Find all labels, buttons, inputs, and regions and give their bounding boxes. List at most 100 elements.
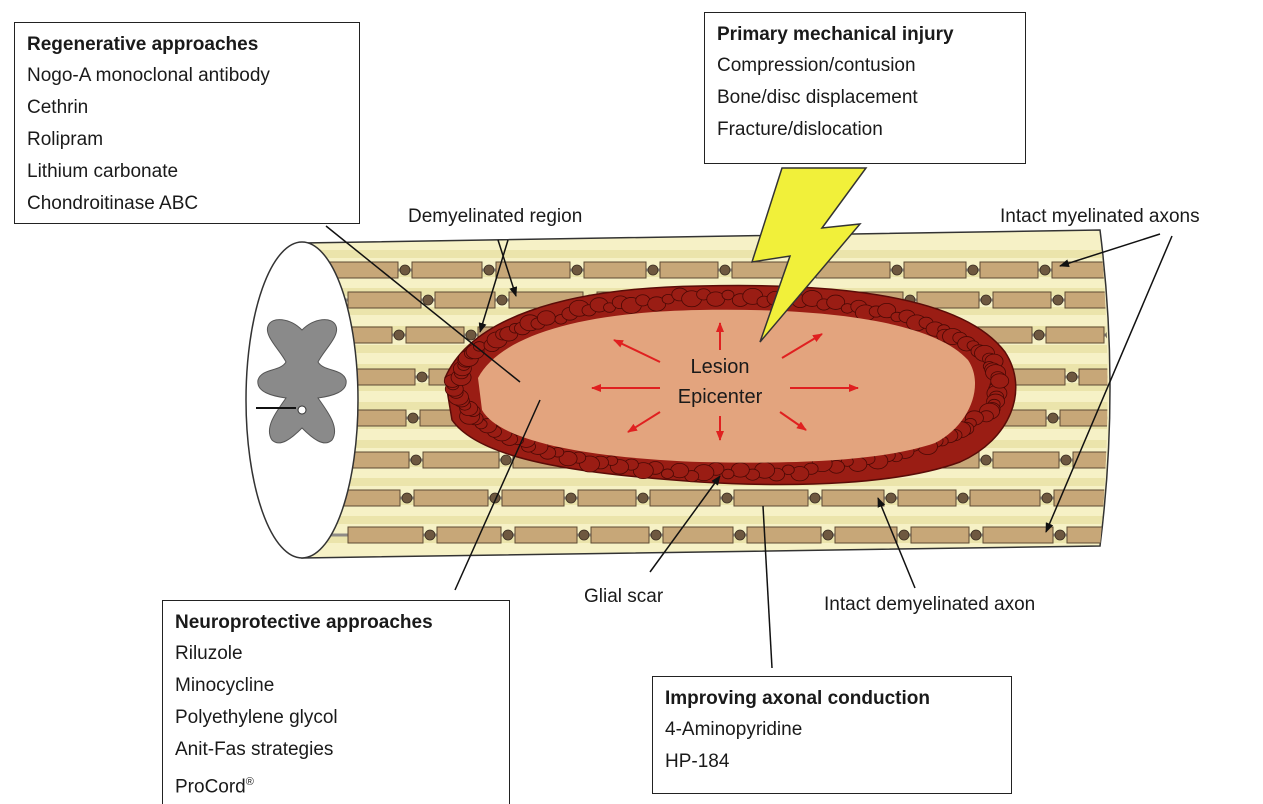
regenerative-approaches-box: Regenerative approaches Nogo-A monoclona… [14,22,360,224]
intact-demyelinated-axon-label: Intact demyelinated axon [824,594,1035,616]
node-of-ranvier [1143,530,1153,540]
scar-cell [991,374,1009,388]
myelin-segment [1054,490,1128,506]
cord-stripe [300,516,1120,524]
conduction-title: Improving axonal conduction [665,683,999,714]
node-of-ranvier [981,455,991,465]
node-of-ranvier [1040,265,1050,275]
node-of-ranvier [466,330,476,340]
node-of-ranvier [899,530,909,540]
myelin-segment [502,490,564,506]
myelin-segment [578,490,636,506]
node-of-ranvier [892,265,902,275]
node-of-ranvier [810,493,820,503]
myelin-segment [822,490,884,506]
scar-cell [537,311,555,325]
node-of-ranvier [408,413,418,423]
node-of-ranvier [1124,265,1134,275]
neuroprotective-item: ProCord® [175,766,497,803]
neuroprotective-approaches-box: Neuroprotective approaches Riluzole Mino… [162,600,510,804]
myelin-segment [1046,327,1104,343]
demyelinated-region-label: Demyelinated region [408,206,582,228]
node-of-ranvier [394,330,404,340]
node-of-ranvier [566,493,576,503]
primary-injury-item: Bone/disc displacement [717,82,1013,114]
primary-injury-item: Compression/contusion [717,50,1013,82]
node-of-ranvier [417,372,427,382]
node-of-ranvier [400,265,410,275]
node-of-ranvier [971,530,981,540]
neuroprotective-item: Riluzole [175,638,497,670]
myelin-segment [747,527,821,543]
node-of-ranvier [1042,493,1052,503]
node-of-ranvier [1061,455,1071,465]
node-of-ranvier [1139,372,1149,382]
regenerative-item: Rolipram [27,124,347,156]
regenerative-item: Lithium carbonate [27,156,347,188]
glial-scar-label: Glial scar [584,586,663,608]
scar-cell [661,469,673,479]
myelin-segment [980,262,1038,278]
node-of-ranvier [1053,295,1063,305]
procord-label: ProCord [175,776,246,797]
axonal-conduction-box: Improving axonal conduction 4-Aminopyrid… [652,676,1012,794]
central-canal [298,406,306,414]
registered-mark: ® [246,776,254,788]
myelin-segment [1065,292,1135,308]
myelin-segment [660,262,718,278]
myelin-segment [993,452,1059,468]
lesion-label-line2: Epicenter [660,382,780,412]
myelin-segment [591,527,649,543]
node-of-ranvier [402,493,412,503]
myelin-segment [1060,410,1126,426]
myelin-segment [1052,262,1122,278]
node-of-ranvier [638,493,648,503]
node-of-ranvier [579,530,589,540]
neuroprotective-title: Neuroprotective approaches [175,607,497,638]
myelin-segment [904,262,966,278]
myelin-segment [423,452,499,468]
node-of-ranvier [411,455,421,465]
node-of-ranvier [651,530,661,540]
node-of-ranvier [423,295,433,305]
neuroprotective-item: Anit-Fas strategies [175,734,497,766]
myelin-segment [584,262,646,278]
primary-injury-box: Primary mechanical injury Compression/co… [704,12,1026,164]
myelin-segment [515,527,577,543]
myelin-segment [437,527,501,543]
myelin-segment [983,527,1053,543]
intact-myelinated-axons-label: Intact myelinated axons [1000,206,1200,228]
node-of-ranvier [968,265,978,275]
cord-stripe [300,250,1120,258]
node-of-ranvier [722,493,732,503]
node-of-ranvier [981,295,991,305]
node-of-ranvier [1048,413,1058,423]
regenerative-item: Nogo-A monoclonal antibody [27,60,347,92]
node-of-ranvier [1141,455,1151,465]
myelin-segment [348,527,423,543]
node-of-ranvier [1067,372,1077,382]
myelin-segment [970,490,1040,506]
myelin-segment [348,452,409,468]
primary-injury-item: Fracture/dislocation [717,114,1013,146]
myelin-segment [993,292,1051,308]
myelin-segment [734,490,808,506]
node-of-ranvier [497,295,507,305]
node-of-ranvier [958,493,968,503]
neuroprotective-item: Polyethylene glycol [175,702,497,734]
myelin-segment [898,490,956,506]
node-of-ranvier [503,530,513,540]
node-of-ranvier [1130,493,1140,503]
node-of-ranvier [1034,330,1044,340]
regenerative-title: Regenerative approaches [27,29,347,60]
myelin-segment [911,527,969,543]
node-of-ranvier [484,265,494,275]
conduction-item: 4-Aminopyridine [665,714,999,746]
lesion-label-line1: Lesion [660,352,780,382]
node-of-ranvier [648,265,658,275]
neuroprotective-item: Minocycline [175,670,497,702]
node-of-ranvier [720,265,730,275]
node-of-ranvier [501,455,511,465]
node-of-ranvier [572,265,582,275]
lesion-epicenter-label: Lesion Epicenter [660,352,780,412]
